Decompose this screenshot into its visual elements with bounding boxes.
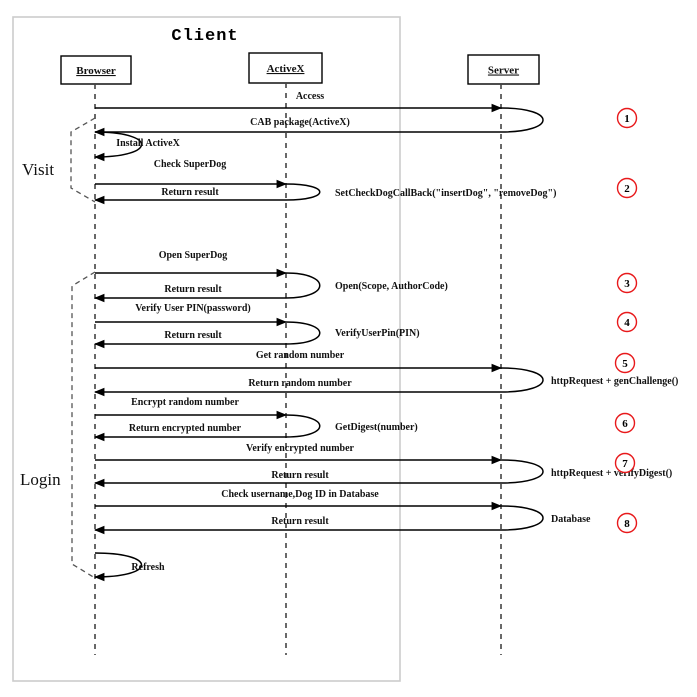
arc-annotation-arc5: httpRequest + genChallenge() [551,376,678,387]
actor-label-activex: ActiveX [267,63,305,75]
actor-label-server: Server [488,65,519,77]
step-marker-circle-1 [616,107,638,129]
arc-annotation-arc2: SetCheckDogCallBack("insertDog", "remove… [335,188,556,199]
arc-annotation-arc6: GetDigest(number) [335,422,418,433]
message-label-m17: Return result [271,516,329,527]
message-label-m18: Refresh [131,562,165,573]
phase-label-visit: Visit [22,160,54,179]
message-label-m4: Check SuperDog [154,159,227,170]
message-label-m5: Return result [161,187,219,198]
step-marker-circle-4 [616,311,638,333]
step-marker-label-5: 5 [622,358,628,370]
step-marker-label-6: 6 [622,418,628,430]
step-marker-label-1: 1 [624,113,630,125]
actor-label-browser: Browser [76,65,116,77]
arc-annotation-arc7: httpRequest + verifyDigest() [551,468,672,479]
step-marker-circle-8 [616,512,638,534]
message-arrows: CAB package(ActiveX) Install ActiveX Check… [93,103,503,582]
message-label-m13: Return encrypted number [129,423,242,434]
return-arc-arc8 [500,505,544,531]
arc-annotation-arc3: Open(Scope, AuthorCode) [335,281,448,292]
arc-annotation-arc8: Database [551,514,591,525]
actor-box-browser[interactable] [60,55,132,85]
access-label: Access [296,91,324,102]
return-arc-arc4 [285,321,321,345]
step-marker-label-2: 2 [624,183,630,195]
return-arc-arc5 [500,367,544,393]
return-arc-arc3 [285,272,321,299]
phase-bracket-visit [70,117,96,203]
message-label-m16: Check username,Dog ID in Database [221,489,379,500]
client-frame-border [12,16,401,682]
return-arc-arc6 [285,414,321,438]
step-marker-circle-6 [614,412,636,434]
step-marker-circle-3 [616,272,638,294]
message-label-m3: Install ActiveX [116,138,180,149]
page-title: Client [171,27,238,46]
message-label-m9: Return result [164,330,222,341]
message-label-m12: Encrypt random number [131,397,239,408]
actor-box-server[interactable] [467,54,540,85]
step-marker-label-7: 7 [622,458,628,470]
message-label-m2: CAB package(ActiveX) [250,117,350,128]
self-message-m3 [93,131,142,162]
step-markers: 1 2 3 4 5 6 7 8 [614,107,638,534]
step-marker-label-4: 4 [624,317,630,329]
message-label-m6: Open SuperDog [159,250,228,261]
return-arc-arc7 [500,459,544,484]
message-label-m11: Return random number [248,378,352,389]
message-label-m8: Verify User PIN(password) [135,303,251,314]
actor-box-activex[interactable] [248,52,323,84]
step-marker-circle-2 [616,177,638,199]
return-arc-arc1 [500,107,544,133]
return-arcs: SetCheckDogCallBack("insertDog", "remove… [285,107,678,531]
step-marker-circle-5 [614,352,636,374]
message-label-m7: Return result [164,284,222,295]
self-message-m18 [93,552,142,582]
message-label-m14: Verify encrypted number [246,443,355,454]
phase-bracket-login [71,271,96,579]
message-label-m10: Get random number [256,350,345,361]
arc-annotation-arc4: VerifyUserPin(PIN) [335,328,420,339]
phase-label-login: Login [20,470,61,489]
return-arc-arc2 [285,183,321,201]
actor-boxes: Browser ActiveX Server [60,52,540,655]
message-label-m15: Return result [271,470,329,481]
step-marker-label-3: 3 [624,278,630,290]
outer-frame [12,16,401,682]
step-marker-circle-7 [614,452,636,474]
step-marker-label-8: 8 [624,518,630,530]
